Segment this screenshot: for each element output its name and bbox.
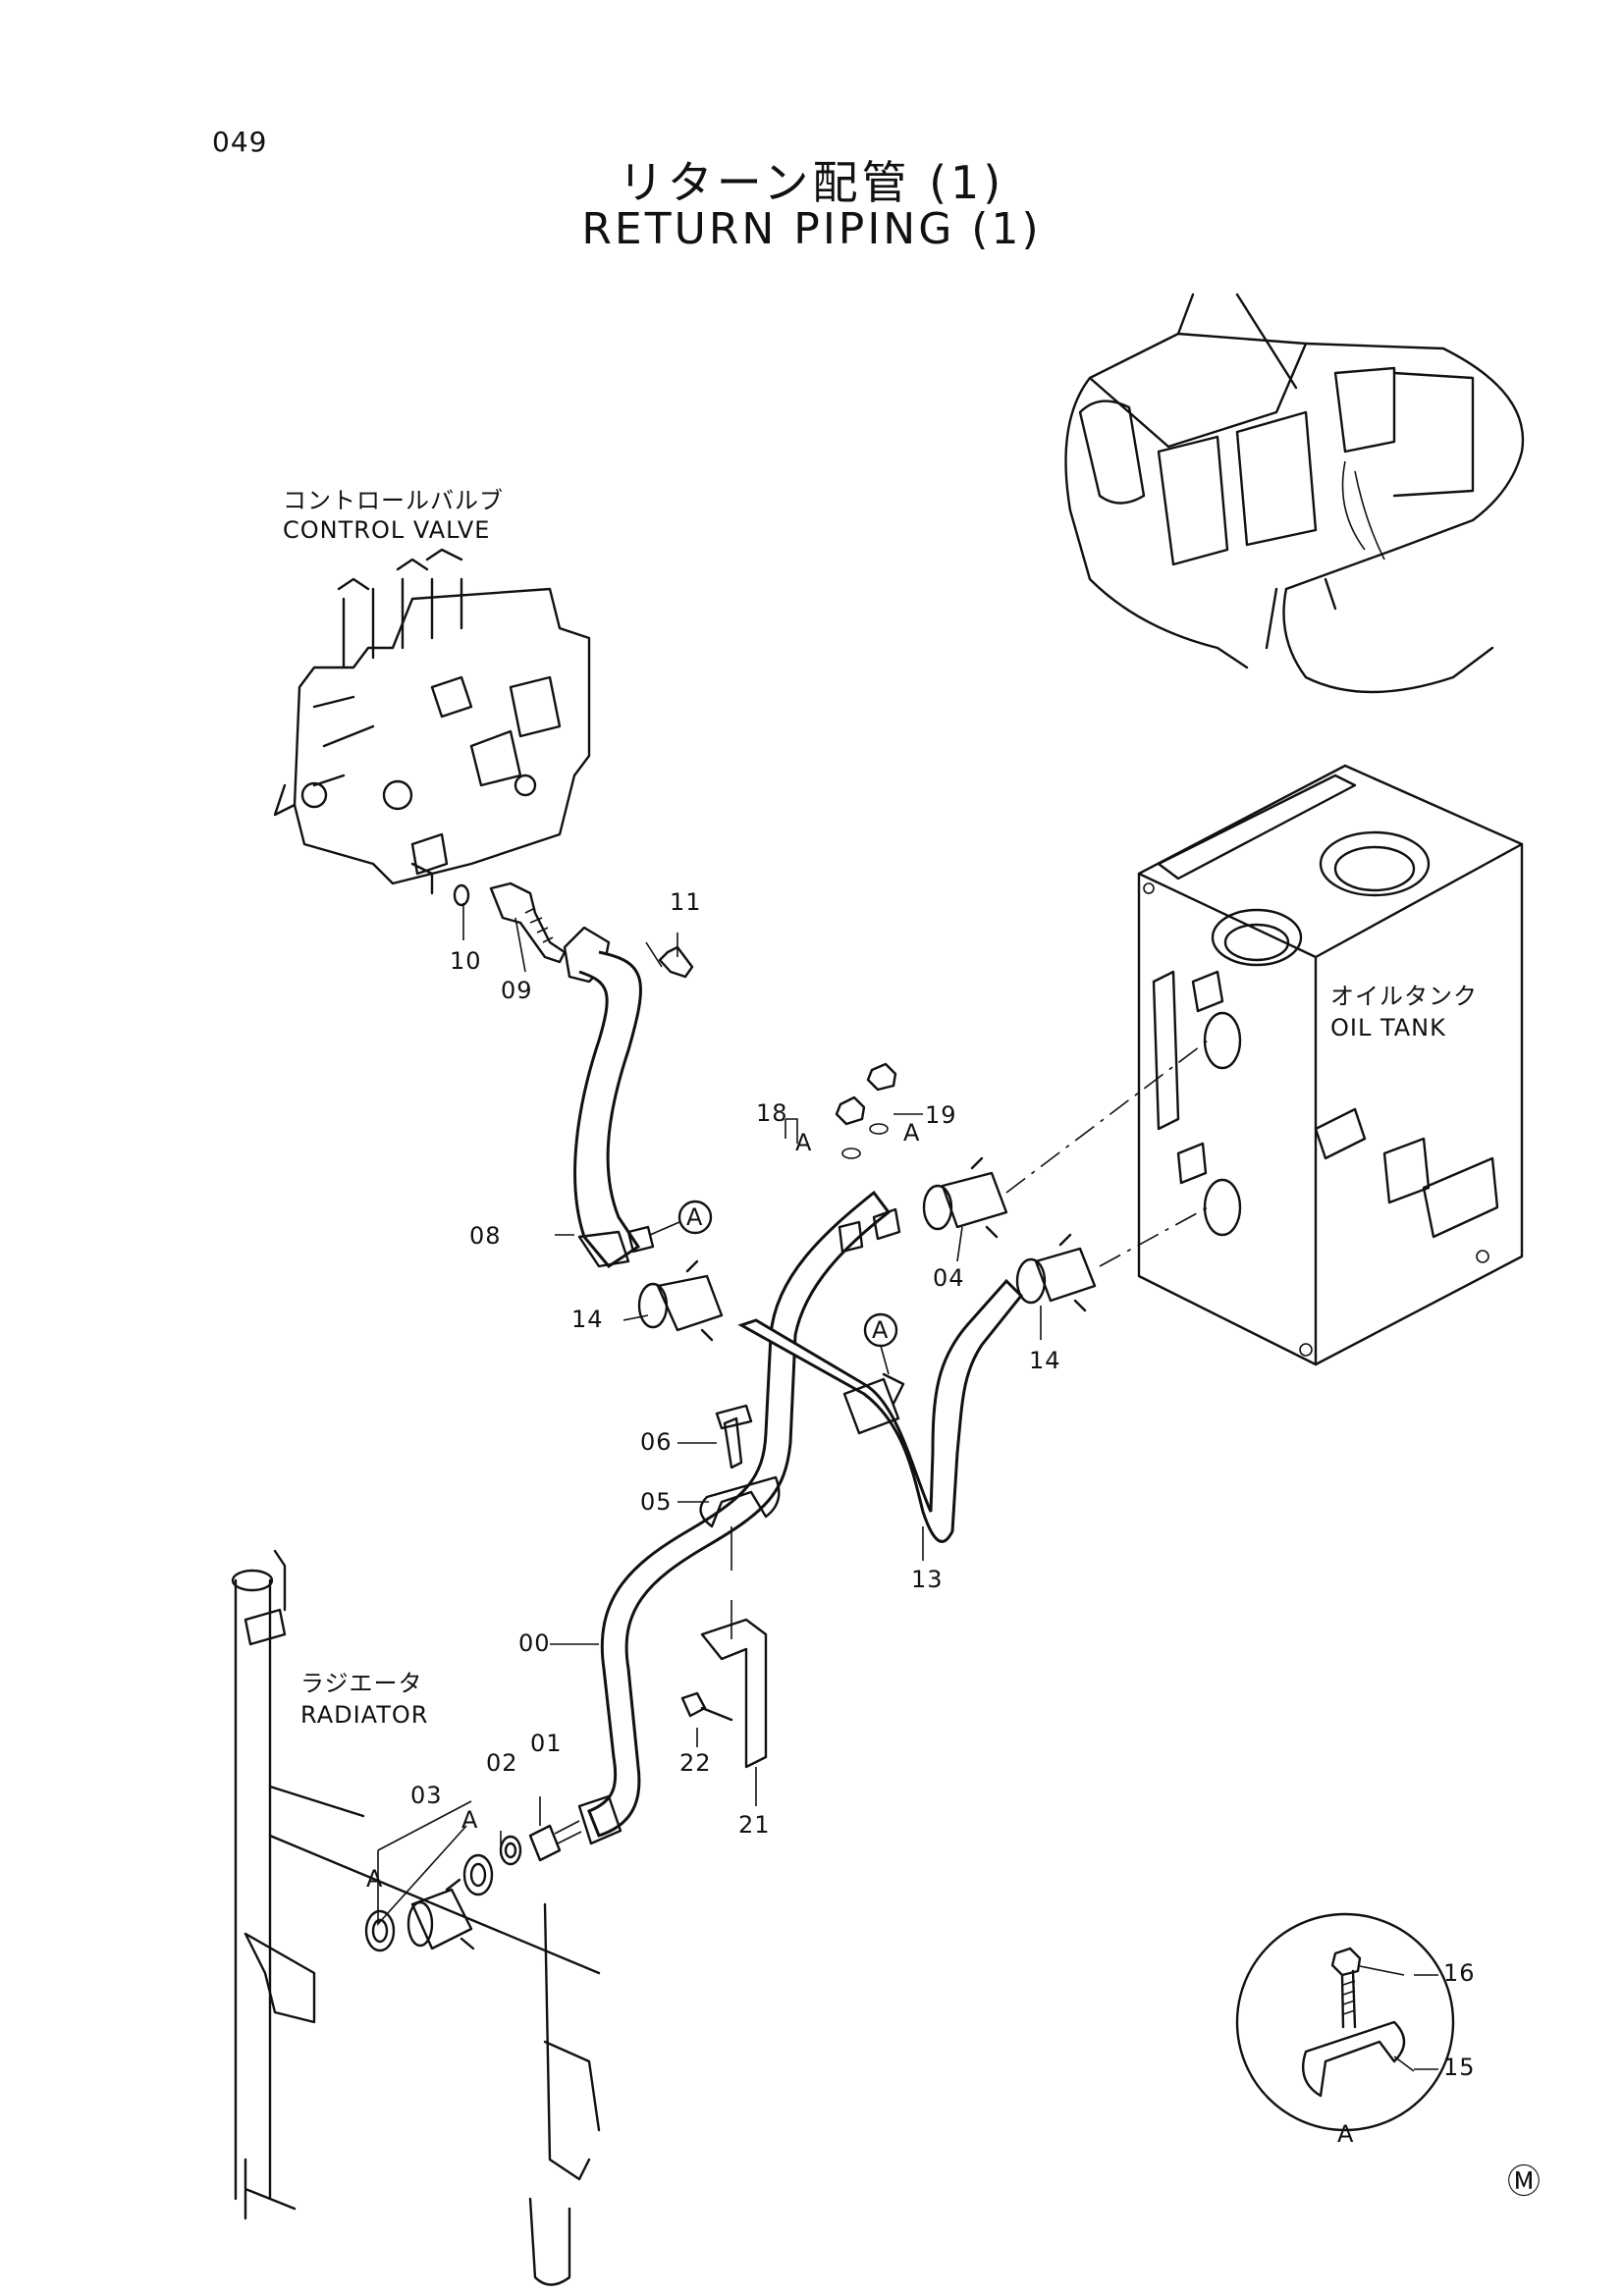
pipe-13 xyxy=(737,1278,1024,1543)
part-number-16: 16 xyxy=(1443,1959,1476,1987)
ref-a-circled-upper: A xyxy=(686,1203,704,1231)
part-number-19: 19 xyxy=(925,1101,957,1129)
radiator-fittings xyxy=(364,1800,582,1952)
part-number-05: 05 xyxy=(640,1488,673,1516)
part-number-22: 22 xyxy=(679,1749,712,1777)
ref-a-circled-lower: A xyxy=(872,1316,890,1344)
control-valve-drawing xyxy=(273,548,591,895)
part-number-21: 21 xyxy=(738,1811,771,1839)
plugs-18-19 xyxy=(784,1062,923,1159)
leader-lines xyxy=(462,903,1438,2070)
part-number-18: 18 xyxy=(756,1099,788,1127)
part-number-13: 13 xyxy=(911,1566,944,1593)
hose-clamps xyxy=(637,1156,1097,1342)
manufacturer-mark: Ⓜ xyxy=(1507,2163,1541,2202)
title-english: RETURN PIPING (1) xyxy=(581,204,1042,254)
oil-tank-label-en: OIL TANK xyxy=(1330,1014,1446,1041)
part-number-06: 06 xyxy=(640,1428,673,1456)
detail-a xyxy=(1235,1912,1455,2132)
part-number-00: 00 xyxy=(518,1629,551,1657)
excavator-thumbnail xyxy=(1064,293,1525,694)
circled-a-markers xyxy=(649,1200,898,1375)
centerline-lower xyxy=(1099,1206,1209,1267)
pipe-08 xyxy=(563,926,655,1268)
page-number: 049 xyxy=(212,126,268,158)
ref-a-detail: A xyxy=(1337,2120,1355,2148)
radiator-drawing xyxy=(231,1549,601,2286)
ref-a-19: A xyxy=(903,1119,921,1147)
oil-tank-label-jp: オイルタンク xyxy=(1330,983,1478,1010)
control-valve-fittings xyxy=(453,881,694,979)
part-number-15: 15 xyxy=(1443,2054,1476,2081)
part-number-03: 03 xyxy=(410,1782,443,1809)
ref-a-18: A xyxy=(795,1129,813,1156)
title-japanese: リターン配管 (1) xyxy=(618,156,1005,209)
bracket-assembly xyxy=(680,1404,781,1769)
ref-a-03-side: A xyxy=(366,1865,384,1893)
radiator-label-jp: ラジエータ xyxy=(300,1670,423,1697)
part-number-14-left: 14 xyxy=(571,1306,604,1333)
control-valve-label-en: CONTROL VALVE xyxy=(283,516,491,544)
oil-tank-drawing xyxy=(1137,764,1524,1366)
control-valve-label-jp: コントロールバルブ xyxy=(283,487,504,514)
radiator-label-en: RADIATOR xyxy=(300,1701,429,1729)
part-number-01: 01 xyxy=(530,1730,563,1757)
part-number-02: 02 xyxy=(486,1749,518,1777)
ref-a-01-side: A xyxy=(461,1806,479,1834)
part-number-10: 10 xyxy=(450,947,482,975)
part-number-09: 09 xyxy=(501,977,533,1004)
pipe-00 xyxy=(577,1190,901,1845)
part-number-11: 11 xyxy=(670,888,702,916)
part-number-08: 08 xyxy=(469,1222,502,1250)
part-number-14-right: 14 xyxy=(1029,1347,1061,1374)
part-number-04: 04 xyxy=(933,1264,965,1292)
